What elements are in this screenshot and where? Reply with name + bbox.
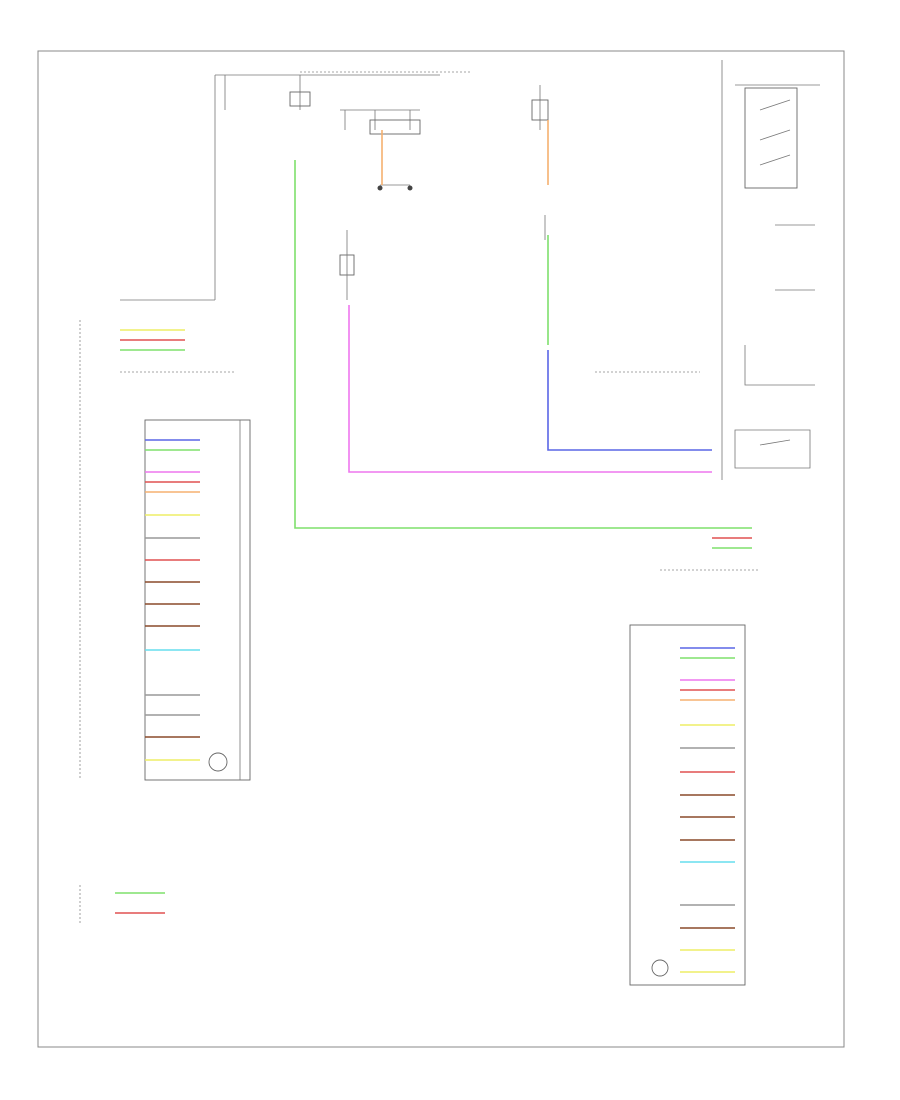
diagram-frame (37, 50, 845, 1048)
bottom-left-connector (79, 885, 165, 925)
switch-block (721, 60, 820, 480)
green-wire (294, 160, 712, 529)
top-fuse-section (120, 71, 549, 301)
pink-wire (348, 305, 712, 473)
right-junction-stubs (712, 527, 752, 549)
main-wires (294, 120, 712, 529)
right-connector (629, 624, 746, 986)
left-connector (79, 320, 251, 781)
blue-wire (547, 350, 712, 451)
connector-stubs-left-top (120, 329, 185, 351)
dashed-links (120, 371, 760, 571)
